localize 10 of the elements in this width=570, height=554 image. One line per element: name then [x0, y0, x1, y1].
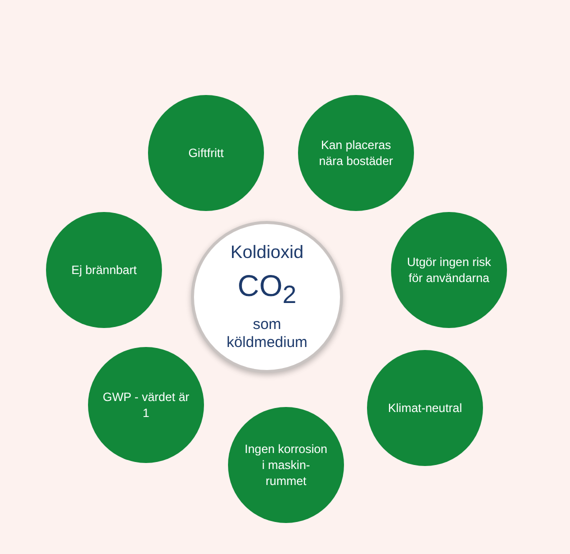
circle-text: CO$_{2}$ — [238, 269, 296, 310]
benefit-text: Giftfritt — [188, 145, 224, 161]
circle-text: Koldioxid — [230, 242, 304, 264]
benefit-text: Ingen korrosion i maskin-rummet — [244, 441, 328, 489]
benefit-text: Klimat-neutral — [388, 400, 462, 416]
benefit-text: Ej brännbart — [71, 262, 137, 278]
benefit-text: Utgör ingen risk för användarna — [406, 254, 492, 286]
benefit-text: Kan placeras nära bostäder — [318, 137, 394, 169]
benefit-text: GWP - värdet är 1 — [102, 389, 190, 421]
circle-text: som köldmedium — [226, 316, 308, 352]
